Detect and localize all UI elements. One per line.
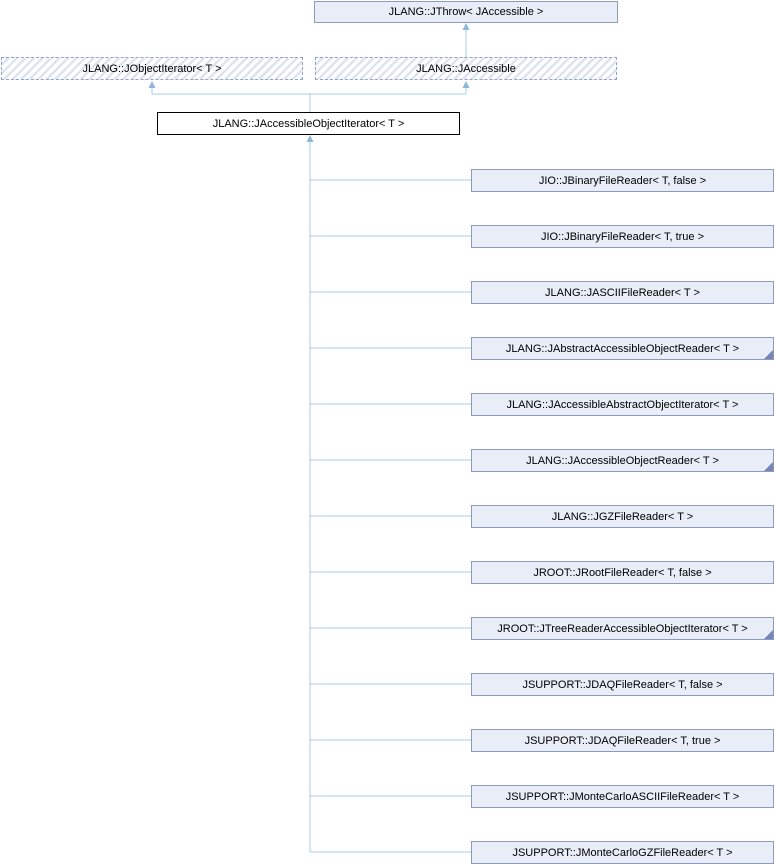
class-label: JSUPPORT::JDAQFileReader< T, true > <box>524 734 721 747</box>
class-label: JLANG::JAccessibleAbstractObjectIterator… <box>506 398 739 411</box>
class-label: JSUPPORT::JMonteCarloASCIIFileReader< T … <box>505 790 740 803</box>
class-label: JLANG::JAccessibleObjectReader< T > <box>526 454 719 467</box>
fold-corner-icon <box>764 462 773 471</box>
class-node-jtreereaderaccessibleobjectiterator[interactable]: JROOT::JTreeReaderAccessibleObjectIterat… <box>471 617 774 640</box>
fold-corner-icon <box>764 630 773 639</box>
class-label: JSUPPORT::JMonteCarloGZFileReader< T > <box>512 846 733 859</box>
class-node-jgzfilereader[interactable]: JLANG::JGZFileReader< T > <box>471 505 774 528</box>
class-node-jrootfilereader[interactable]: JROOT::JRootFileReader< T, false > <box>471 561 774 584</box>
class-node-jaccessibleabstractobjectiterator[interactable]: JLANG::JAccessibleAbstractObjectIterator… <box>471 393 774 416</box>
class-node-jaccessibleobjectiterator-current: JLANG::JAccessibleObjectIterator< T > <box>157 112 460 135</box>
class-node-jdaqfilereader-true[interactable]: JSUPPORT::JDAQFileReader< T, true > <box>471 729 774 752</box>
class-node-jbinaryfilereader-true[interactable]: JIO::JBinaryFileReader< T, true > <box>471 225 774 248</box>
class-label: JLANG::JGZFileReader< T > <box>551 510 694 523</box>
class-label: JLANG::JAbstractAccessibleObjectReader< … <box>505 342 740 355</box>
class-label: JLANG::JObjectIterator< T > <box>82 62 222 75</box>
class-node-jobjectiterator[interactable]: JLANG::JObjectIterator< T > <box>1 57 303 80</box>
class-node-jasciifilereader[interactable]: JLANG::JASCIIFileReader< T > <box>471 281 774 304</box>
class-label: JIO::JBinaryFileReader< T, false > <box>538 174 707 187</box>
class-label: JROOT::JTreeReaderAccessibleObjectIterat… <box>497 622 748 635</box>
class-node-jbinaryfilereader-false[interactable]: JIO::JBinaryFileReader< T, false > <box>471 169 774 192</box>
class-node-jmontecarlogzfilereader[interactable]: JSUPPORT::JMonteCarloGZFileReader< T > <box>471 841 774 864</box>
class-label: JLANG::JASCIIFileReader< T > <box>545 286 700 299</box>
class-label: JROOT::JRootFileReader< T, false > <box>533 566 712 579</box>
class-node-jabstractaccessibleobjectreader[interactable]: JLANG::JAbstractAccessibleObjectReader< … <box>471 337 774 360</box>
class-node-jthrow[interactable]: JLANG::JThrow< JAccessible > <box>314 1 618 23</box>
class-label: JLANG::JAccessible <box>416 62 516 75</box>
class-node-jaccessible[interactable]: JLANG::JAccessible <box>315 57 617 80</box>
class-label: JSUPPORT::JDAQFileReader< T, false > <box>522 678 723 691</box>
class-label: JLANG::JThrow< JAccessible > <box>388 6 544 18</box>
class-node-jdaqfilereader-false[interactable]: JSUPPORT::JDAQFileReader< T, false > <box>471 673 774 696</box>
class-node-jmontecarloasciifilereader[interactable]: JSUPPORT::JMonteCarloASCIIFileReader< T … <box>471 785 774 808</box>
fold-corner-icon <box>764 350 773 359</box>
class-node-jaccessibleobjectreader[interactable]: JLANG::JAccessibleObjectReader< T > <box>471 449 774 472</box>
class-label: JIO::JBinaryFileReader< T, true > <box>540 230 705 243</box>
class-label: JLANG::JAccessibleObjectIterator< T > <box>212 117 405 130</box>
